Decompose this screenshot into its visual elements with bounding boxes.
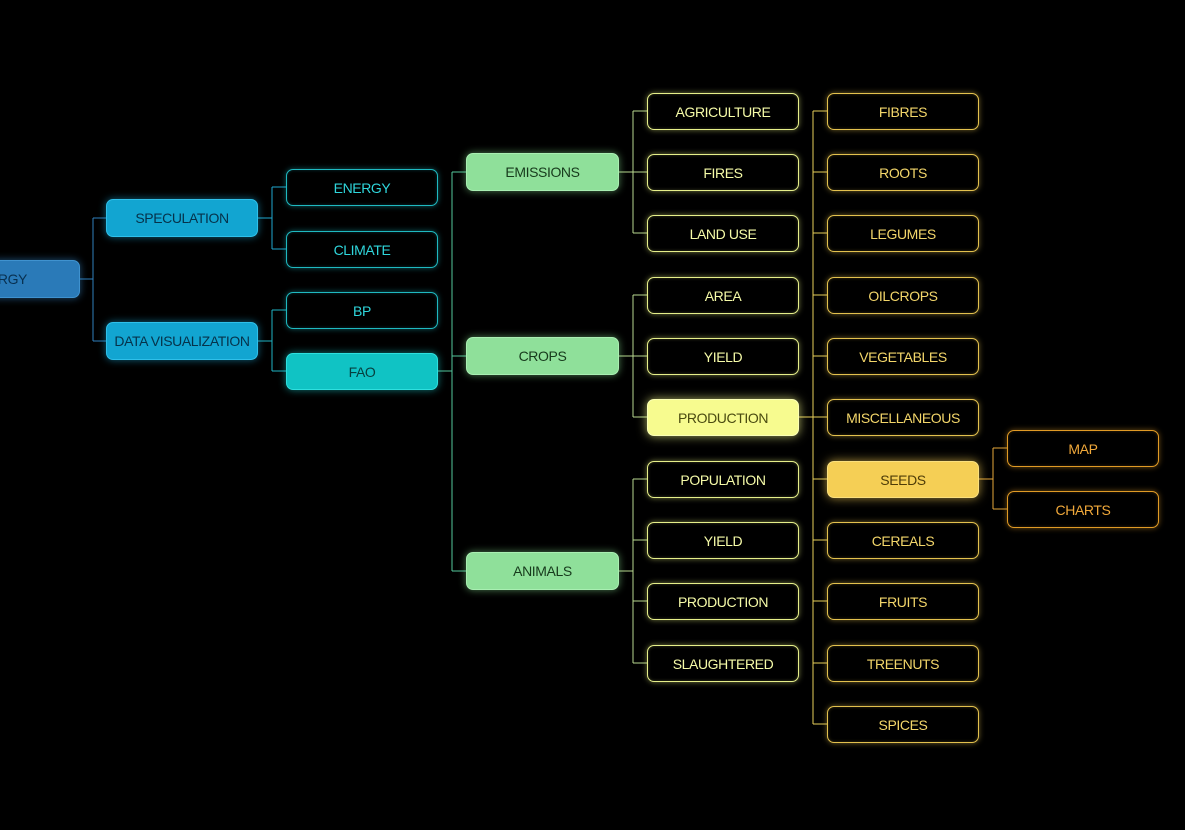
connector-production [799, 110, 827, 725]
node-legumes[interactable]: LEGUMES [827, 215, 979, 252]
node-land-use[interactable]: LAND USE [647, 215, 799, 252]
node-spices[interactable]: SPICES [827, 706, 979, 743]
node-area[interactable]: AREA [647, 277, 799, 314]
node-data-visualization[interactable]: DATA VISUALIZATION [106, 322, 258, 360]
connector-root [80, 217, 106, 342]
node-climate[interactable]: CLIMATE [286, 231, 438, 268]
node-emissions[interactable]: EMISSIONS [466, 153, 619, 191]
node-cereals[interactable]: CEREALS [827, 522, 979, 559]
node-fires[interactable]: FIRES [647, 154, 799, 191]
node-fruits[interactable]: FRUITS [827, 583, 979, 620]
connector-crops [619, 294, 647, 418]
node-crops[interactable]: CROPS [466, 337, 619, 375]
node-roots[interactable]: ROOTS [827, 154, 979, 191]
node-root-energy[interactable]: RGY [0, 260, 80, 298]
node-seeds[interactable]: SEEDS [827, 461, 979, 498]
node-animals[interactable]: ANIMALS [466, 552, 619, 590]
node-agriculture[interactable]: AGRICULTURE [647, 93, 799, 130]
node-miscellaneous[interactable]: MISCELLANEOUS [827, 399, 979, 436]
node-fibres[interactable]: FIBRES [827, 93, 979, 130]
connector-data-visualization [258, 309, 286, 372]
node-crops-production[interactable]: PRODUCTION [647, 399, 799, 436]
node-slaughtered[interactable]: SLAUGHTERED [647, 645, 799, 682]
node-animals-production[interactable]: PRODUCTION [647, 583, 799, 620]
connector-animals [619, 478, 647, 664]
node-speculation[interactable]: SPECULATION [106, 199, 258, 237]
node-population[interactable]: POPULATION [647, 461, 799, 498]
node-energy[interactable]: ENERGY [286, 169, 438, 206]
connector-fao [438, 171, 466, 572]
connector-seeds [979, 447, 1007, 510]
node-fao[interactable]: FAO [286, 353, 438, 390]
node-map[interactable]: MAP [1007, 430, 1159, 467]
node-crops-yield[interactable]: YIELD [647, 338, 799, 375]
connector-speculation [258, 186, 286, 250]
node-oilcrops[interactable]: OILCROPS [827, 277, 979, 314]
node-animals-yield[interactable]: YIELD [647, 522, 799, 559]
connector-emissions [619, 110, 647, 234]
node-treenuts[interactable]: TREENUTS [827, 645, 979, 682]
node-vegetables[interactable]: VEGETABLES [827, 338, 979, 375]
node-bp[interactable]: BP [286, 292, 438, 329]
node-charts[interactable]: CHARTS [1007, 491, 1159, 528]
